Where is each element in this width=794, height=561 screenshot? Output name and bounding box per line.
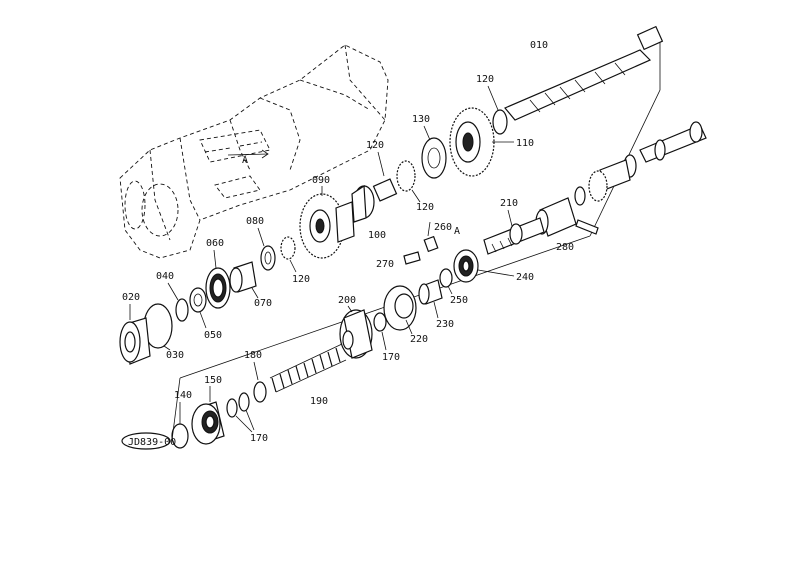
bearing-120-mid: 120 <box>366 140 398 202</box>
label-260: 260 <box>434 222 452 233</box>
washer-080: 080 <box>246 216 276 271</box>
label-180: 180 <box>244 350 262 361</box>
collar-230: 230 <box>418 279 454 330</box>
label-110: 110 <box>516 138 534 149</box>
washer-180: 180 <box>244 350 267 403</box>
bearing-140: 130 <box>412 114 447 179</box>
reference-code: JD839-00 <box>128 437 176 448</box>
shaft-010: 010 <box>504 25 664 121</box>
label-140: 130 <box>412 114 430 125</box>
label-220: 220 <box>410 334 428 345</box>
collar-070: 070 <box>229 261 272 309</box>
label-120-mid: 120 <box>366 140 384 151</box>
reference-code-box: JD839-00 <box>121 432 176 450</box>
label-190: 190 <box>310 396 328 407</box>
gear-090: 090 <box>299 175 355 259</box>
label-210: 210 <box>500 198 518 209</box>
clutch-200: 200 <box>338 295 373 359</box>
label-130: 120 <box>416 202 434 213</box>
clip-260: 260 A <box>423 221 460 253</box>
snap-ring-150: 140 <box>171 390 192 449</box>
washer-050: 050 <box>189 287 222 341</box>
label-040: 040 <box>156 271 174 282</box>
label-170-upper: 170 <box>382 352 400 363</box>
label-240: 240 <box>516 272 534 283</box>
hub-220: 220 <box>383 285 428 345</box>
label-060: 060 <box>206 238 224 249</box>
bolt-270: 270 <box>376 251 421 270</box>
bearing-130: 120 <box>396 160 434 213</box>
shaft-assembly-right <box>574 121 707 206</box>
label-080: 080 <box>246 216 264 227</box>
label-020: 020 <box>122 292 140 303</box>
label-160: 150 <box>204 375 222 386</box>
label-260-mark: A <box>454 226 460 237</box>
shaft-210: 210 <box>483 198 545 255</box>
transmission-housing: A <box>119 44 389 259</box>
label-010: 010 <box>530 40 548 51</box>
label-270: 270 <box>376 259 394 270</box>
bearing-060: 060 <box>205 238 231 309</box>
cover-020: 020 <box>119 292 151 365</box>
label-070: 070 <box>254 298 272 309</box>
label-120-top: 120 <box>476 74 494 85</box>
ring-040: 040 <box>156 271 189 322</box>
label-030: 030 <box>166 350 184 361</box>
spring-190: 190 <box>269 343 347 407</box>
sleeve-280: 280 <box>535 197 599 253</box>
label-230: 230 <box>436 319 454 330</box>
washer-170-lower: 170 <box>226 392 268 444</box>
label-200: 200 <box>338 295 356 306</box>
washer-170-upper: 170 <box>373 312 400 363</box>
bearing-120-top: 120 <box>476 74 508 135</box>
label-090: 090 <box>312 175 330 186</box>
label-170-lower: 170 <box>250 433 268 444</box>
gear-240: 240 <box>453 249 534 283</box>
gear-110: 110 <box>449 107 534 177</box>
label-150: 140 <box>174 390 192 401</box>
bearing-120-bottom: 120 <box>280 236 310 285</box>
axis-lines <box>171 40 661 441</box>
washer-250: 250 <box>439 268 468 306</box>
collar-100: 100 <box>351 184 386 241</box>
label-120-bottom: 120 <box>292 274 310 285</box>
bearing-160: 150 <box>191 375 225 445</box>
housing-mark-a: A <box>242 155 248 166</box>
label-050: 050 <box>204 330 222 341</box>
label-250: 250 <box>450 295 468 306</box>
label-280: 280 <box>556 242 574 253</box>
label-100: 100 <box>368 230 386 241</box>
